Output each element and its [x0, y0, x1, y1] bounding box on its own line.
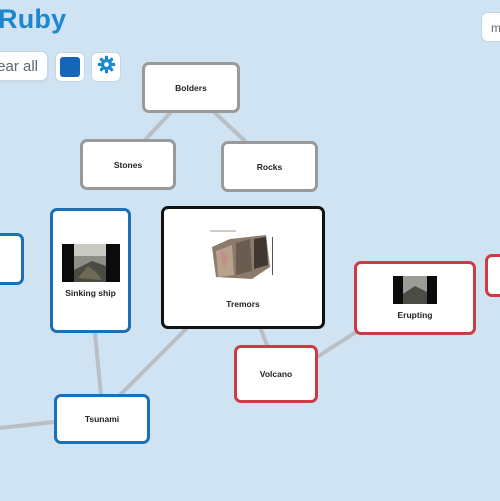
node-label: Rocks — [256, 161, 283, 172]
app-title: Ruby — [0, 4, 67, 34]
node-label: Bolders — [175, 82, 207, 93]
node-tsunami[interactable]: Tsunami — [54, 394, 150, 444]
clear-all-button[interactable]: ear all — [0, 51, 48, 81]
node-label: Volcano — [259, 369, 293, 379]
node-label: Tremors — [226, 298, 260, 309]
menu-button[interactable]: m — [481, 12, 500, 42]
node-label: Tsunami — [84, 414, 120, 424]
edge-volcano-erupting — [315, 330, 358, 359]
settings-button[interactable] — [91, 52, 121, 82]
edge-tremors-tsunami — [118, 325, 190, 397]
node-label: Sinking ship — [65, 287, 116, 298]
edge-sinkingship-tsunami — [93, 331, 103, 397]
node-erupting[interactable]: Erupting — [354, 261, 476, 335]
color-swatch — [60, 57, 80, 77]
node-partial-right[interactable] — [485, 254, 500, 297]
node-stones[interactable]: Stones — [80, 139, 176, 190]
node-image — [206, 226, 280, 281]
node-rocks[interactable]: Rocks — [221, 141, 318, 192]
gear-icon — [97, 55, 116, 79]
node-label: Stones — [113, 159, 143, 170]
node-partial-left[interactable] — [0, 233, 24, 285]
edge-bolders-rocks — [211, 109, 247, 143]
node-image — [393, 276, 437, 304]
node-volcano[interactable]: Volcano — [234, 345, 318, 403]
edge-bolders-stones — [143, 109, 174, 142]
node-tremors[interactable]: Tremors — [161, 206, 325, 329]
edge-tsunami-left — [0, 420, 56, 430]
node-bolders[interactable]: Bolders — [142, 62, 240, 113]
node-image — [61, 243, 120, 282]
color-picker-button[interactable] — [55, 52, 85, 82]
node-sinking-ship[interactable]: Sinking ship — [50, 208, 131, 333]
node-label: Erupting — [397, 310, 433, 320]
edge-tremors-volcano — [258, 325, 269, 347]
